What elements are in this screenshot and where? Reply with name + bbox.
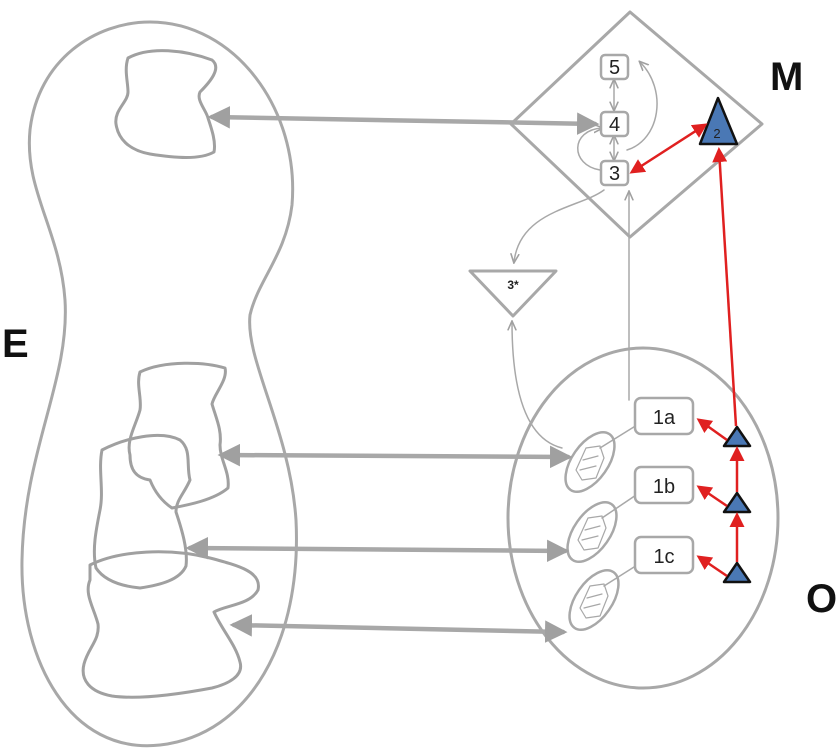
m-box-3-label: 3: [609, 163, 620, 185]
blue-triangle-a: [722, 425, 752, 448]
loop-3-to-4: [577, 128, 602, 171]
organism-outline: [506, 346, 780, 690]
triangle-2-label: 2: [713, 126, 720, 141]
red-link-2-to-3: [629, 123, 708, 174]
red-link-tri-c-to-1c: [696, 555, 728, 578]
double-arrow-e-to-m4: [207, 106, 600, 135]
environment-blob-b: [92, 433, 192, 590]
triangle-2: 2: [698, 96, 739, 146]
red-link-a-to-2: [712, 147, 738, 427]
m-diamond-outline: [509, 10, 764, 239]
o-box-1c-label: 1c: [653, 546, 674, 568]
sensor-cell-a: [564, 419, 646, 493]
double-arrow-e-to-cell-a: [217, 443, 573, 469]
o-box-1c: 1c: [633, 535, 695, 575]
environment-region: E: [2, 20, 298, 748]
o-box-1a: 1a: [633, 396, 695, 436]
m-box-5-label: 5: [609, 57, 620, 79]
o-box-1a-label: 1a: [653, 407, 676, 429]
blue-triangle-b: [722, 491, 752, 514]
module-m-label: M: [770, 55, 803, 99]
double-arrow-e-to-cell-b: [185, 536, 570, 563]
arrow-3-to-3star: [514, 189, 605, 262]
red-link-tri-b-to-1b: [696, 485, 728, 508]
m-box-4-label: 4: [609, 114, 620, 136]
m-box-4: 4: [599, 110, 630, 138]
double-arrow-e-to-cell-c: [229, 614, 568, 643]
sensor-cell-b: [566, 488, 646, 563]
organism-o: 1a 1b 1c O: [506, 147, 837, 690]
m-box-3: 3: [599, 159, 630, 187]
sensor-cell-c: [568, 559, 646, 631]
loop-3-to-5: [626, 62, 658, 151]
environment-label: E: [2, 322, 29, 366]
m-box-5: 5: [599, 53, 630, 81]
o-box-1b-label: 1b: [653, 476, 675, 498]
o-box-1b: 1b: [633, 465, 695, 505]
organism-label: O: [806, 577, 837, 621]
red-link-tri-a-to-1a: [696, 418, 728, 442]
arrow-cell-to-3star: [512, 322, 563, 449]
environment-blob-a: [127, 361, 230, 510]
environment-outline: [20, 20, 298, 748]
blue-triangle-c: [722, 561, 752, 584]
triangle-3star-label: 3*: [507, 278, 519, 292]
triangle-3star: 3*: [468, 269, 558, 318]
environment-top-blob: [114, 49, 218, 159]
